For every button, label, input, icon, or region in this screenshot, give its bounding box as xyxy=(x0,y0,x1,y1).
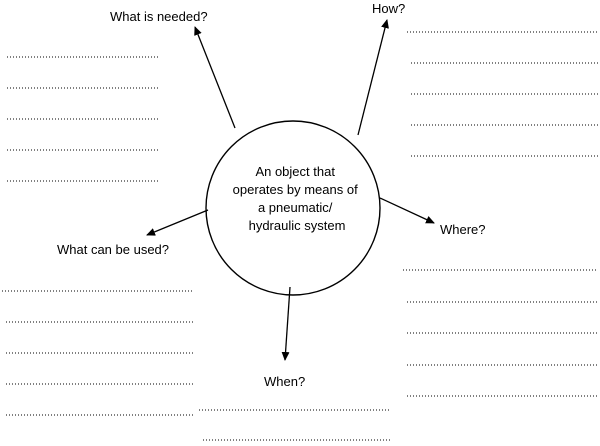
answer-lines-where xyxy=(403,269,598,397)
label-what-can-be-used: What can be used? xyxy=(57,242,169,257)
answer-lines-how xyxy=(407,31,598,157)
center-text-line-4: hydraulic system xyxy=(249,218,346,233)
center-text-line-2: operates by means of xyxy=(233,182,358,197)
label-how: How? xyxy=(372,1,405,16)
label-where: Where? xyxy=(440,222,486,237)
center-circle xyxy=(205,120,381,296)
center-text-line-3: a pneumatic/ xyxy=(258,200,333,215)
arrow-how xyxy=(357,19,389,136)
center-text: An object that operates by means of a pn… xyxy=(233,164,362,233)
answer-lines-what-is-needed xyxy=(7,56,160,182)
label-what-is-needed: What is needed? xyxy=(110,9,208,24)
center-text-line-1: An object that xyxy=(255,164,335,179)
arrow-where xyxy=(379,197,435,224)
answer-lines-when xyxy=(199,409,390,441)
answer-lines-what-can-be-used xyxy=(2,290,193,416)
arrow-when xyxy=(281,286,291,361)
arrow-what-can-be-used xyxy=(146,209,209,236)
arrow-what-is-needed xyxy=(194,26,236,129)
label-when: When? xyxy=(264,374,305,389)
